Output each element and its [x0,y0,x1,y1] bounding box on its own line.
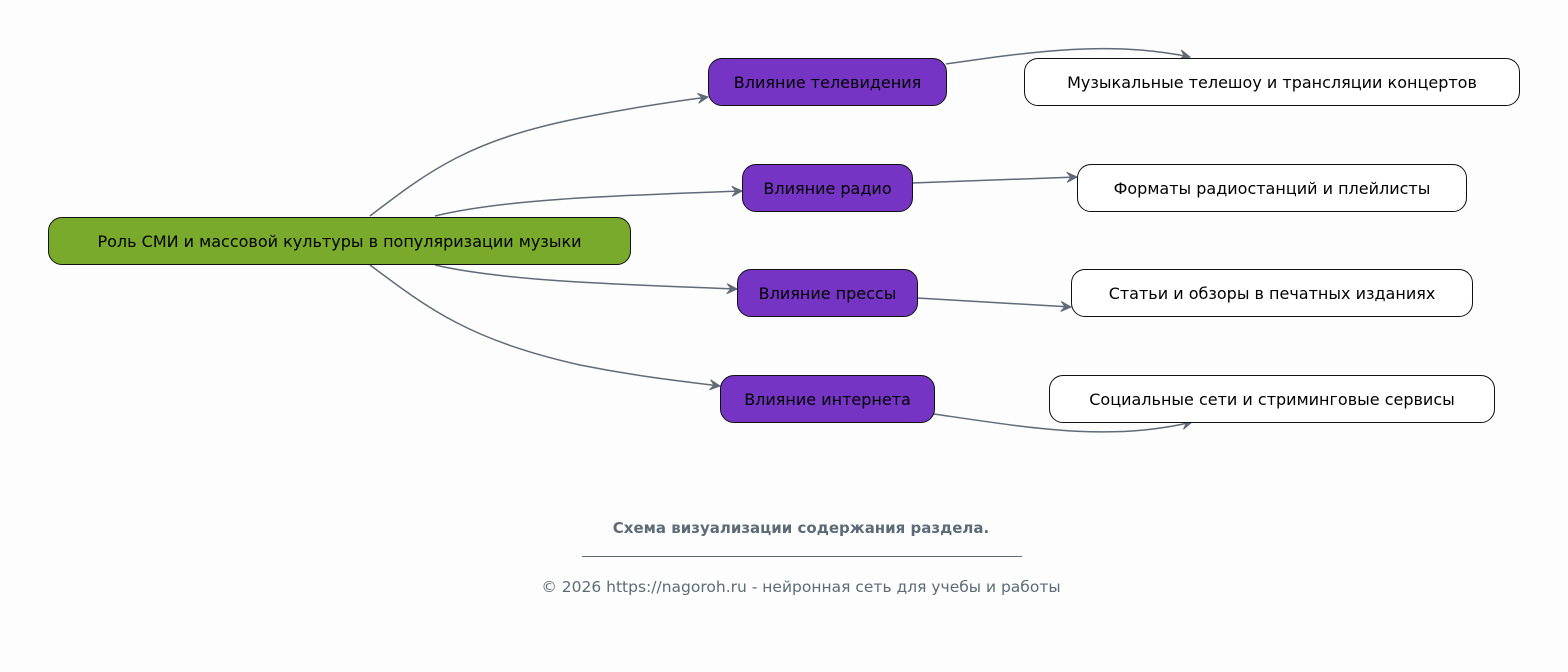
diagram-caption: Схема визуализации содержания раздела. [612,519,990,537]
branch-node-tv: Влияние телевидения [708,58,947,106]
leaf-label: Форматы радиостанций и плейлисты [1113,178,1431,198]
leaf-label: Социальные сети и стриминговые сервисы [1089,389,1455,409]
leaf-node-radio: Форматы радиостанций и плейлисты [1077,164,1467,212]
branch-node-internet: Влияние интернета [720,375,935,423]
branch-label: Влияние интернета [744,389,911,409]
root-label: Роль СМИ и массовой культуры в популяриз… [97,231,582,251]
caption-divider [582,556,1022,557]
edge-root-radio [434,191,742,217]
branch-label: Влияние телевидения [733,72,922,92]
edge-press-leaf [916,297,1071,307]
root-node: Роль СМИ и массовой культуры в популяриз… [48,217,631,265]
edge-root-internet [369,264,720,386]
leaf-node-press: Статьи и обзоры в печатных изданиях [1071,269,1473,317]
edge-tv-leaf [945,47,1190,65]
edge-root-press [434,264,737,289]
branch-node-radio: Влияние радио [742,164,913,212]
edge-radio-leaf [911,177,1077,184]
leaf-label: Музыкальные телешоу и трансляции концерт… [1067,72,1477,92]
edge-internet-leaf [933,413,1192,433]
copyright-text: © 2026 https://nagoroh.ru - нейронная се… [541,578,1061,596]
leaf-node-tv: Музыкальные телешоу и трансляции концерт… [1024,58,1520,106]
branch-label: Влияние прессы [758,283,897,303]
branch-node-press: Влияние прессы [737,269,918,317]
leaf-label: Статьи и обзоры в печатных изданиях [1108,283,1436,303]
edge-root-tv [369,97,708,217]
leaf-node-internet: Социальные сети и стриминговые сервисы [1049,375,1495,423]
branch-label: Влияние радио [763,178,892,198]
